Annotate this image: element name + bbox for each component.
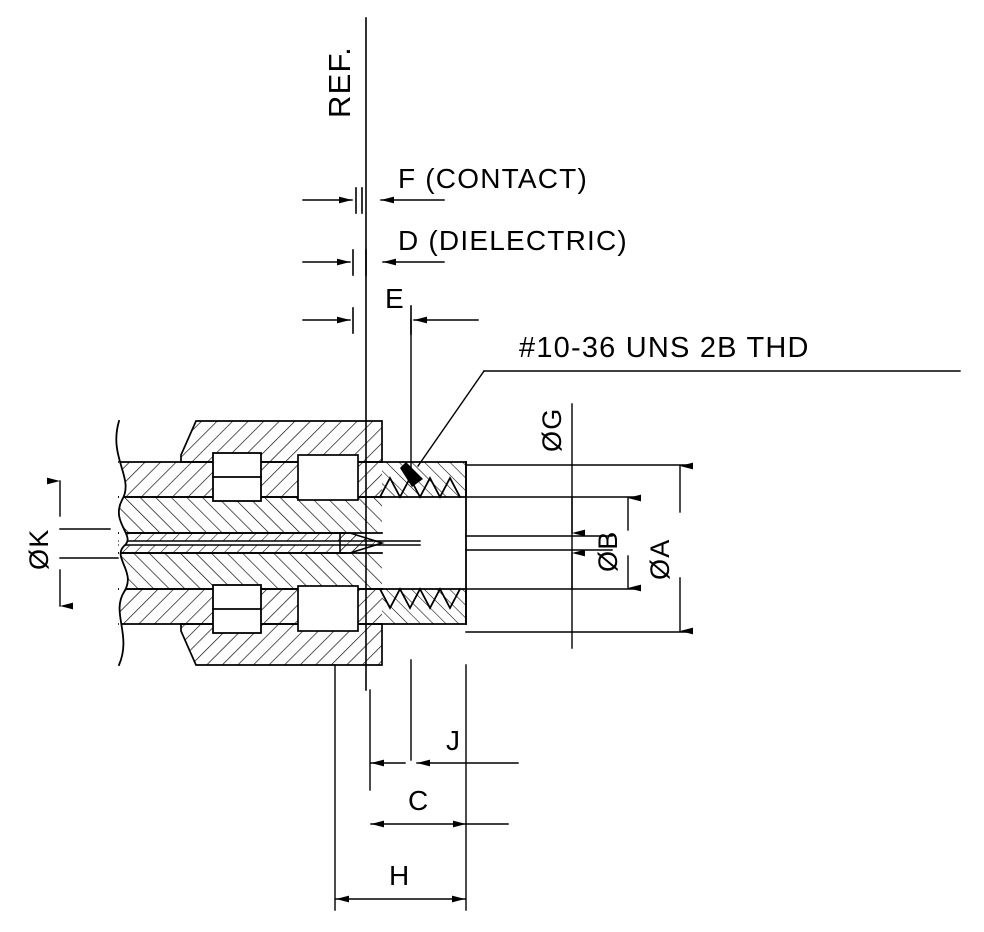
dimension-C-label: C [408,785,429,816]
reference-label: REF. [322,46,357,118]
upper-relief-pocket [297,454,359,501]
dimension-E-label: E [385,283,405,314]
dimension-D [302,249,445,276]
thread-callout-leader [417,370,961,467]
lower-relief-pocket [297,585,359,632]
dimension-B-label: ØB [593,531,623,572]
thread-leader-arrowhead [400,462,423,487]
dimension-D-label: D (DIELECTRIC) [398,225,628,256]
dimension-F [302,187,445,214]
break-line-left [115,419,129,667]
dimension-J-label: J [446,725,461,756]
dimension-F-label: F (CONTACT) [398,163,588,194]
dimension-H-label: H [389,860,410,891]
center-contact-pin [339,532,385,554]
lower-thread-profile [378,587,462,610]
dimension-K [47,477,119,610]
dimension-A-label: ØA [645,539,675,580]
bottom-extension-lines [334,659,467,911]
dimension-E [302,305,479,471]
dimension-G-label: ØG [537,408,567,452]
right-extension-lines [465,464,691,633]
dimension-K-label: ØK [24,529,54,570]
connector-body-section [115,419,467,667]
upper-thread-profile [378,476,462,499]
thread-callout-label: #10-36 UNS 2B THD [519,332,810,364]
